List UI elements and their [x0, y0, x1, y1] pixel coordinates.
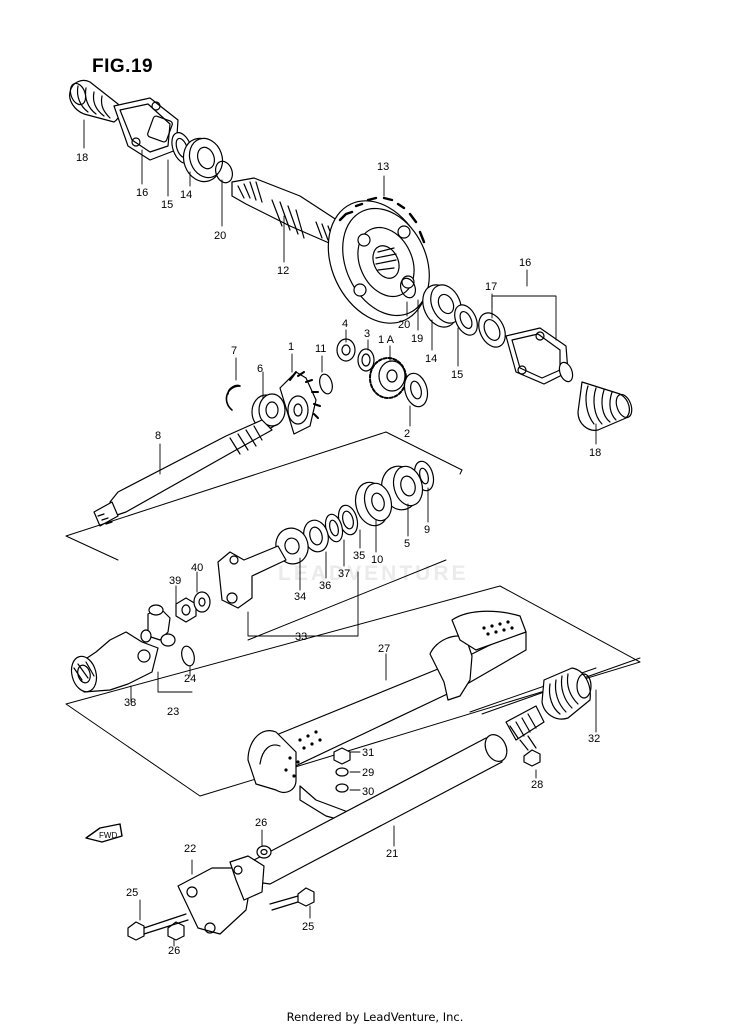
shim-35 [337, 504, 359, 536]
callout-15-upper: 15 [161, 199, 173, 211]
callout-31: 31 [362, 747, 374, 759]
callout-5: 5 [404, 538, 410, 550]
circlip-11 [319, 373, 333, 395]
callout-8: 8 [155, 430, 161, 442]
callout-37: 37 [338, 568, 350, 580]
callout-10: 10 [371, 554, 383, 566]
nut-31 [333, 747, 351, 765]
assembly-box-lower [65, 585, 641, 797]
bolt-25-right [269, 887, 315, 911]
circlip-20-mid [399, 277, 417, 299]
callout-9: 9 [424, 524, 430, 536]
boot-32 [541, 667, 592, 720]
callout-1: 1 [288, 341, 294, 353]
callout-26-top: 26 [255, 817, 267, 829]
callout-25-right: 25 [302, 921, 314, 933]
callout-16-upper: 16 [136, 187, 148, 199]
nut-39 [175, 597, 197, 623]
flange-34 [217, 527, 309, 609]
circlip-20-upper [214, 160, 234, 184]
callout-4: 4 [342, 318, 348, 330]
callout-21: 21 [386, 848, 398, 860]
joint-22 [177, 855, 265, 935]
bolt-25-left [127, 913, 189, 941]
spider-23 [140, 604, 176, 647]
callout-24: 24 [184, 673, 196, 685]
callout-26-bottom: 26 [168, 945, 180, 957]
callout-30: 30 [362, 786, 374, 798]
callout-28: 28 [531, 779, 543, 791]
callout-labels: 18 16 15 14 20 12 13 16 17 20 19 4 3 1 A… [76, 152, 601, 957]
callout-20-mid: 20 [398, 319, 410, 331]
bearing-10 [354, 481, 393, 527]
bearing-6 [251, 393, 286, 430]
circlip-7 [225, 384, 241, 411]
callout-17: 17 [485, 281, 497, 293]
callout-7: 7 [231, 345, 237, 357]
callout-40: 40 [191, 562, 203, 574]
callout-11: 11 [315, 343, 326, 355]
boot-18-upper [69, 79, 121, 123]
washer-2 [403, 372, 429, 408]
seal-17 [478, 312, 506, 348]
callout-27: 27 [378, 643, 390, 655]
shaft-8 [93, 419, 273, 527]
cover-27 [247, 610, 641, 823]
figure-title: FIG.19 [92, 56, 154, 77]
washer-26-bottom [167, 921, 185, 941]
joint-16-upper [113, 97, 179, 161]
callout-16-right: 16 [519, 257, 531, 269]
washer-29 [335, 767, 349, 777]
washer-30 [335, 783, 349, 793]
callout-13: 13 [377, 161, 389, 173]
bearing-14-right [422, 284, 462, 328]
washer-26-top [256, 845, 272, 859]
callout-14-upper: 14 [180, 189, 192, 201]
bevel-gear-1 [279, 371, 321, 435]
callout-6: 6 [257, 363, 263, 375]
leader-lines [83, 119, 597, 947]
callout-15-right: 15 [451, 369, 463, 381]
callout-1A: 1 A [378, 334, 395, 346]
callout-23: 23 [167, 706, 179, 718]
assembly-box-mid [65, 431, 463, 641]
callout-25-left: 25 [126, 887, 138, 899]
callout-33: 33 [295, 631, 307, 643]
callout-18-right: 18 [589, 447, 601, 459]
boot-18-right [577, 381, 633, 431]
callout-18-upper: 18 [76, 152, 88, 164]
callout-19: 19 [411, 333, 423, 345]
callout-14-right: 14 [425, 353, 437, 365]
gear-1A [369, 357, 407, 399]
callout-32: 32 [588, 733, 600, 745]
seal-15-right [454, 304, 478, 336]
callout-3: 3 [364, 328, 370, 340]
fwd-arrow: FWD [85, 823, 123, 843]
callout-39: 39 [169, 575, 181, 587]
callout-34: 34 [294, 591, 306, 603]
callout-12: 12 [277, 265, 289, 277]
bolt-28 [519, 735, 541, 767]
washer-3 [357, 348, 375, 372]
yoke-38 [70, 631, 159, 693]
shim-37 [324, 513, 344, 543]
ring-gear-13 [327, 196, 430, 324]
watermark: LEADVENTURE [278, 562, 469, 585]
callout-20-upper: 20 [214, 230, 226, 242]
bearing-14-upper [182, 137, 224, 183]
render-credit: Rendered by LeadVenture, Inc. [286, 1010, 464, 1024]
fwd-arrow-label: FWD [99, 831, 117, 840]
callout-35: 35 [353, 550, 365, 562]
callout-29: 29 [362, 767, 374, 779]
circlip-24 [181, 645, 195, 667]
callout-2: 2 [404, 428, 410, 440]
callout-38: 38 [124, 697, 136, 709]
joint-16-right [505, 327, 574, 385]
washer-40 [193, 591, 211, 613]
callout-22: 22 [184, 843, 196, 855]
callout-36: 36 [319, 580, 331, 592]
